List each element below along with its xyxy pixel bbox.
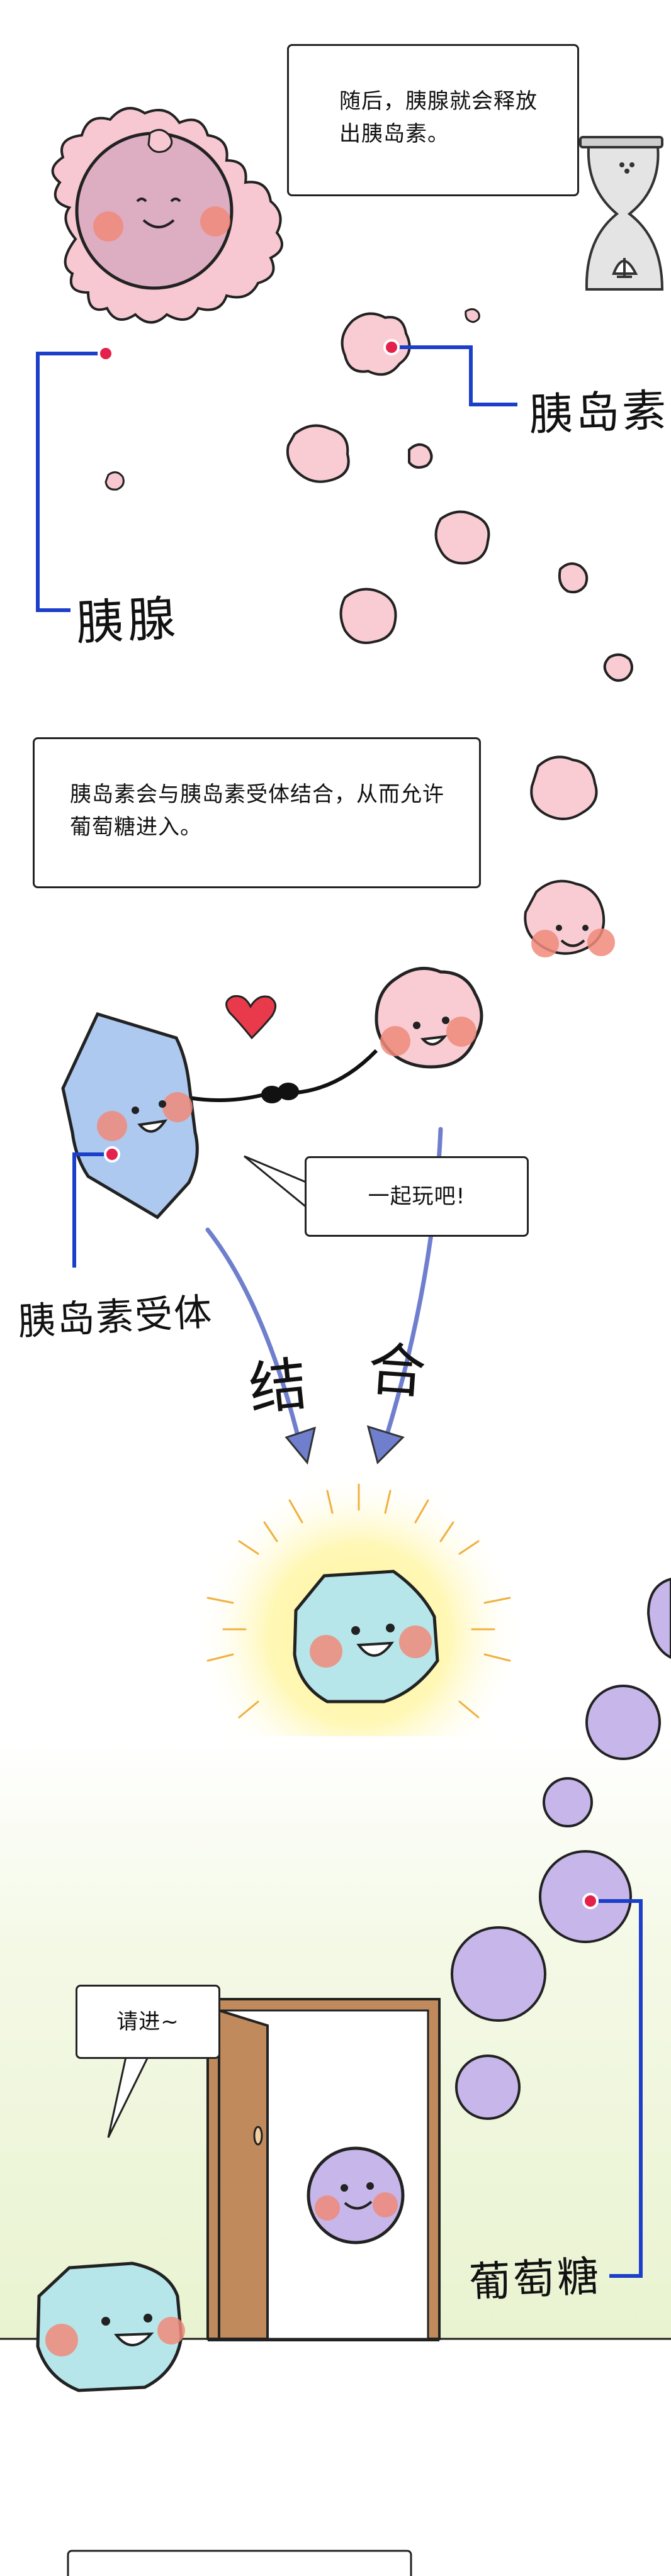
insulin-face-right	[531, 925, 615, 957]
pancreas-fragments	[104, 129, 480, 491]
label-insulin: 胰岛素	[527, 384, 670, 441]
insulin-character	[375, 966, 483, 1069]
arrow-text-combine: 合	[365, 1335, 429, 1407]
glucose-character	[307, 2146, 405, 2244]
insulin-molecules-panel2	[524, 756, 606, 955]
label-glucose: 葡萄糖	[468, 2251, 603, 2307]
greeting-character	[36, 2261, 185, 2392]
speech-play-text: 一起玩吧!	[368, 1184, 466, 1209]
speech-tail-welcome	[107, 2056, 149, 2138]
door-knob	[253, 2126, 263, 2146]
holding-hands	[188, 1049, 378, 1103]
label-receptor: 胰岛素受体	[16, 1290, 214, 1345]
pointer-lines-panel1	[36, 339, 517, 612]
speech-welcome: 请进~	[76, 1985, 220, 2059]
heart-icon	[225, 995, 277, 1040]
speech-tail-play	[244, 1155, 308, 1209]
caption-panel2: 胰岛素会与胰岛素受体结合，从而允许葡萄糖进入。	[33, 737, 481, 888]
combined-insulin-receptor-character	[293, 1570, 439, 1703]
pancreas-character	[51, 107, 283, 324]
speech-play: 一起玩吧!	[305, 1156, 529, 1237]
pointer-line-receptor	[72, 1146, 120, 1268]
hourglass-icon	[579, 136, 664, 291]
pointer-line-glucose	[582, 1893, 643, 2278]
arrow-text-bind: 结	[245, 1350, 311, 1424]
door	[206, 1998, 441, 2341]
label-pancreas: 胰腺	[74, 589, 181, 652]
caption-panel1-text: 随后，胰腺就会释放出胰岛素。	[339, 89, 538, 147]
speech-welcome-text: 请进~	[116, 2009, 179, 2034]
arrowheads	[285, 1425, 405, 1465]
caption-panel1: 随后，胰腺就会释放出胰岛素。	[287, 44, 579, 196]
insulin-receptor-character	[61, 1012, 199, 1220]
insulin-molecules	[286, 312, 633, 682]
caption-panel2-text: 胰岛素会与胰岛素受体结合，从而允许葡萄糖进入。	[70, 782, 444, 840]
next-panel-bubble	[67, 2550, 412, 2576]
